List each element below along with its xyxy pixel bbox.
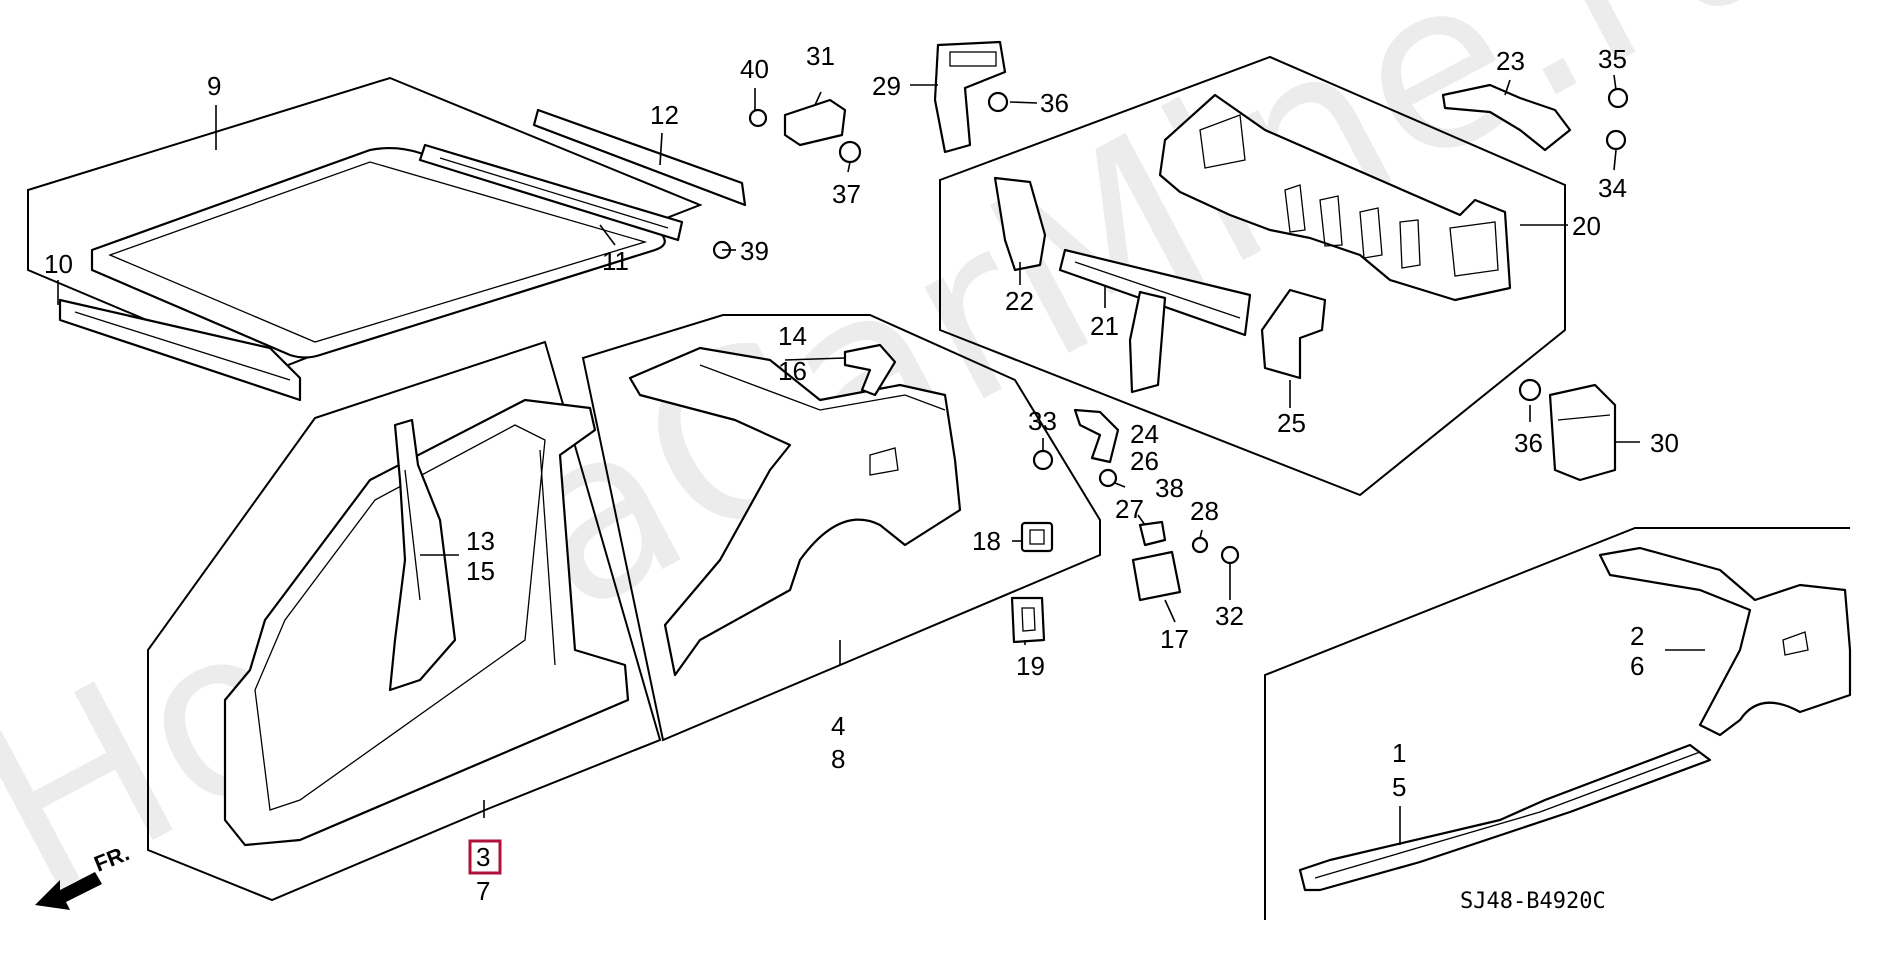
bracket-21-lower[interactable]: [1128, 290, 1167, 394]
diagram-code: SJ48-B4920C: [1460, 889, 1606, 914]
brace-23[interactable]: [1441, 83, 1572, 152]
fastener-37[interactable]: [838, 140, 862, 164]
callout-39[interactable]: 39: [740, 236, 769, 266]
gusset-22[interactable]: [993, 176, 1047, 272]
clip-housing-31[interactable]: [783, 98, 847, 147]
fastener-38[interactable]: [1098, 468, 1118, 488]
callout-13[interactable]: 13: [466, 526, 495, 556]
rear-fender-panel[interactable]: [628, 346, 962, 677]
callout-15[interactable]: 15: [466, 556, 495, 586]
rear-cross-member[interactable]: [1058, 248, 1252, 337]
callout-3[interactable]: 3: [476, 842, 490, 872]
rear-panel[interactable]: [1158, 93, 1512, 302]
callout-26[interactable]: 26: [1130, 446, 1159, 476]
callout-30[interactable]: 30: [1650, 428, 1679, 458]
fastener-33[interactable]: [1032, 449, 1054, 471]
callout-6[interactable]: 6: [1630, 651, 1644, 681]
callout-21[interactable]: 21: [1090, 311, 1119, 341]
callout-10[interactable]: 10: [44, 249, 73, 279]
fastener-28[interactable]: [1191, 536, 1209, 554]
callout-19[interactable]: 19: [1016, 651, 1045, 681]
callout-20[interactable]: 20: [1572, 211, 1601, 241]
roof-bow[interactable]: [418, 143, 684, 242]
fender-bracket[interactable]: [843, 343, 897, 397]
callout-17[interactable]: 17: [1160, 624, 1189, 654]
callout-14[interactable]: 14: [778, 321, 807, 351]
rear-panel-group-outline: [939, 55, 1566, 497]
fastener-36-top[interactable]: [987, 91, 1009, 113]
callout-28[interactable]: 28: [1190, 496, 1219, 526]
side-sill-group-outline: [1264, 527, 1850, 920]
callout-35[interactable]: 35: [1598, 44, 1627, 74]
rear-side-panel[interactable]: [1598, 546, 1852, 737]
callout-23[interactable]: 23: [1496, 46, 1525, 76]
seal-19[interactable]: [1010, 596, 1046, 644]
fastener-36-right[interactable]: [1518, 378, 1542, 402]
callout-18[interactable]: 18: [972, 526, 1001, 556]
callout-36-right[interactable]: 36: [1514, 428, 1543, 458]
callout-24[interactable]: 24: [1130, 419, 1159, 449]
callout-4[interactable]: 4: [831, 711, 845, 741]
front-roof-rail[interactable]: [58, 298, 302, 402]
callout-25[interactable]: 25: [1277, 408, 1306, 438]
callout-1[interactable]: 1: [1392, 738, 1406, 768]
leader-lines: [57, 74, 1705, 845]
callout-38[interactable]: 38: [1155, 473, 1184, 503]
callout-12[interactable]: 12: [650, 100, 679, 130]
fastener-32[interactable]: [1220, 545, 1240, 565]
callout-34[interactable]: 34: [1598, 173, 1627, 203]
callout-27[interactable]: 27: [1115, 494, 1144, 524]
callout-11[interactable]: 11: [602, 246, 629, 276]
bumper-bracket-30[interactable]: [1548, 383, 1617, 482]
callout-33[interactable]: 33: [1028, 406, 1057, 436]
fastener-35[interactable]: [1607, 87, 1629, 109]
callout-40[interactable]: 40: [740, 54, 769, 84]
hook-24[interactable]: [1073, 408, 1120, 464]
rear-roof-rail[interactable]: [532, 108, 747, 207]
clip-27[interactable]: [1138, 520, 1167, 547]
fastener-34[interactable]: [1605, 129, 1627, 151]
grommet-18[interactable]: [1020, 521, 1054, 553]
callout-32[interactable]: 32: [1215, 601, 1244, 631]
callout-5[interactable]: 5: [1392, 772, 1406, 802]
roof-panel[interactable]: [90, 146, 666, 359]
block-17[interactable]: [1131, 550, 1182, 602]
fastener-40[interactable]: [748, 108, 768, 128]
callout-16[interactable]: 16: [778, 356, 807, 386]
callout-7[interactable]: 7: [476, 876, 490, 906]
callout-31[interactable]: 31: [806, 41, 835, 71]
front-pillar-group-outline: [147, 340, 662, 902]
rear-fender-group-outline: [581, 314, 1101, 742]
callout-8[interactable]: 8: [831, 744, 845, 774]
front-arrow-icon: [35, 872, 102, 910]
callout-37[interactable]: 37: [832, 179, 861, 209]
gusset-25[interactable]: [1260, 288, 1327, 380]
callout-22[interactable]: 22: [1005, 286, 1034, 316]
highlight-box: [468, 839, 502, 875]
callout-9[interactable]: 9: [207, 71, 221, 101]
support-29[interactable]: [933, 40, 1007, 154]
callout-2[interactable]: 2: [1630, 621, 1644, 651]
callout-36-top[interactable]: 36: [1040, 88, 1069, 118]
callout-29[interactable]: 29: [872, 71, 901, 101]
side-sill[interactable]: [1298, 743, 1712, 892]
